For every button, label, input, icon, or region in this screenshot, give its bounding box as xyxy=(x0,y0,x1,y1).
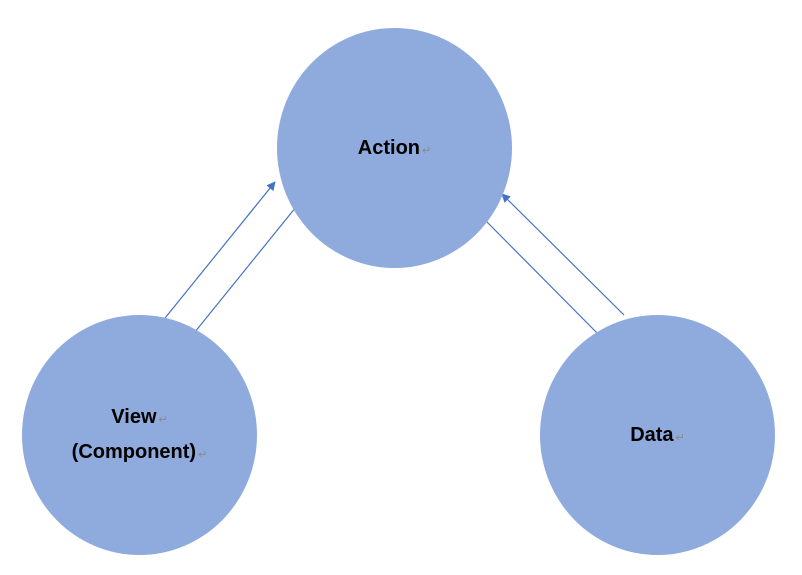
data-node-line: Data↵ xyxy=(630,418,685,453)
data-node: Data↵ xyxy=(540,315,775,555)
paragraph-mark-icon: ↵ xyxy=(675,431,685,444)
paragraph-mark-icon: ↵ xyxy=(198,449,208,461)
view-node-line-1: View↵ xyxy=(111,400,167,435)
arrow-action-to-view xyxy=(185,206,297,344)
action-label: Action xyxy=(357,136,420,159)
arrow-view-to-action xyxy=(156,181,276,329)
arrow-action-to-data xyxy=(484,219,608,344)
data-label: Data xyxy=(630,423,674,446)
arrow-data-to-action xyxy=(501,193,625,316)
action-node: Action↵ xyxy=(277,28,512,268)
view-label: View xyxy=(111,406,157,428)
paragraph-mark-icon: ↵ xyxy=(158,414,168,426)
view-node: View↵ (Component)↵ xyxy=(22,315,257,555)
action-node-line: Action↵ xyxy=(358,131,431,166)
paragraph-mark-icon: ↵ xyxy=(422,144,432,157)
component-label: (Component) xyxy=(71,441,197,463)
view-node-line-2: (Component)↵ xyxy=(72,435,208,470)
